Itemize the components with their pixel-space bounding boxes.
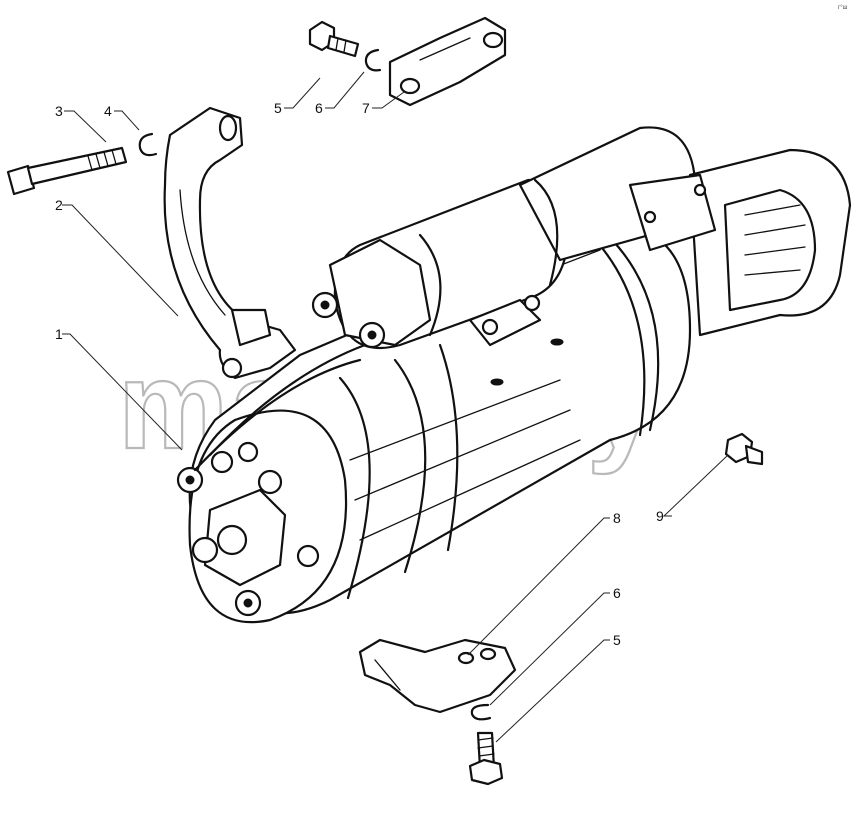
callout-1: 1 <box>55 326 63 342</box>
corner-mark: г°ш <box>838 5 848 11</box>
part-6-washer-bottom <box>470 703 492 721</box>
part-7-support-plate <box>388 16 507 107</box>
callout-labels: 1 2 3 4 5 6 7 9 8 6 5 <box>55 100 664 648</box>
callout-4: 4 <box>104 103 112 119</box>
part-9-plug <box>724 432 764 466</box>
callout-6-bottom: 6 <box>613 585 621 601</box>
part-6-washer-top <box>364 48 382 72</box>
drive-housing <box>628 148 852 337</box>
callout-8: 8 <box>613 510 621 526</box>
part-5-bolt-top <box>308 20 360 58</box>
callout-5-bottom: 5 <box>613 632 621 648</box>
callout-5-top: 5 <box>274 100 282 116</box>
callout-6-top: 6 <box>315 100 323 116</box>
callout-2: 2 <box>55 197 63 213</box>
callout-7: 7 <box>362 100 370 116</box>
callout-9: 9 <box>656 508 664 524</box>
part-4-lock-washer <box>138 132 158 157</box>
part-5-bolt-bottom <box>468 731 504 786</box>
callout-3: 3 <box>55 103 63 119</box>
end-cap-terminals <box>176 343 367 617</box>
part-2-strap-bracket <box>163 106 297 380</box>
leader-lines <box>62 71 729 743</box>
part-3-bolt <box>6 146 128 196</box>
part-8-lower-bracket <box>358 638 517 714</box>
